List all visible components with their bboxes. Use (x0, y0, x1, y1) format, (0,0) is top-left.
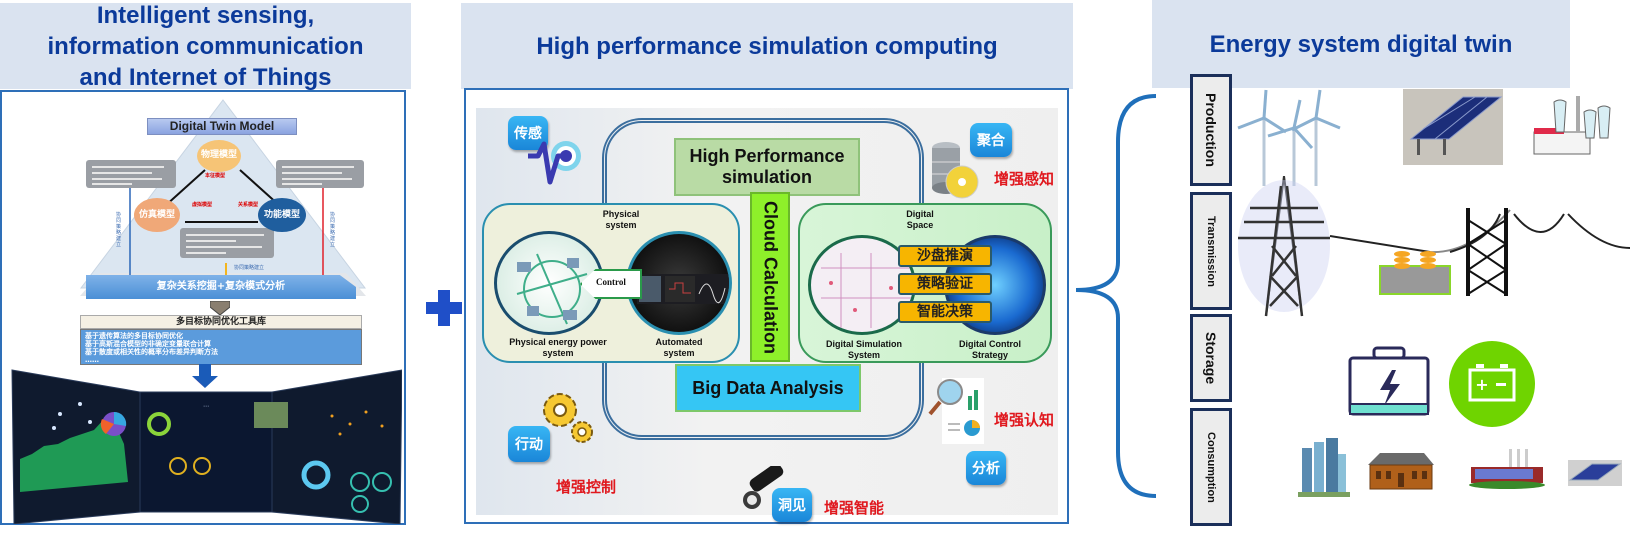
automated-system-image (626, 231, 732, 335)
digital-space-block: Digital Space 沙盘推演 策略验证 智能决策 Digital Sim… (798, 203, 1052, 363)
toolbox-item: 基于遗传算法的多目标协同优化 (85, 332, 183, 340)
factory-icon (1469, 449, 1545, 489)
hps-line-2: simulation (721, 167, 812, 187)
digital-sim-label: Digital Simulation System (825, 339, 902, 360)
automated-system-label: Automated system (655, 337, 703, 358)
grid-network-icon (516, 253, 588, 325)
curly-brace-icon (1075, 94, 1157, 498)
toolbox-item: …… (85, 356, 99, 364)
big-data-label: Big Data Analysis (692, 377, 844, 398)
svg-text:+: + (1475, 375, 1488, 394)
left-title-line-2: information communication (47, 32, 364, 60)
side-note-right: 协同策略建立 (330, 212, 336, 248)
cloud-calculation-label: Cloud Calculation (760, 200, 781, 354)
enhanced-intelligence-label: 增强智能 (824, 499, 885, 517)
node-physical-model: 物理模型 (197, 140, 241, 172)
house-icon (1368, 453, 1434, 490)
edge-phys-sim (164, 169, 206, 207)
pulse-signal-icon (528, 141, 581, 185)
node-function-model: 功能模型 (258, 198, 306, 232)
middle-section-header: High performance simulation computing (461, 3, 1073, 89)
toolbox-item: 基于高斯混合模型的非确定变量联合计算 (85, 340, 211, 348)
bottom-note: 协同策略建立 (234, 265, 265, 271)
left-panel: Digital Twin Model 物理模型 仿真模型 功能模型 本征模型 虚… (0, 90, 406, 525)
right-section-header: Energy system digital twin (1152, 0, 1570, 88)
power-plant-icon (1533, 96, 1611, 155)
simulation-canvas: Physical system Control Physical energy … (476, 108, 1058, 522)
rooftop-solar-icon (1568, 460, 1622, 486)
physical-power-label: Physical energy power system (509, 337, 607, 358)
category-storage-label: Storage (1203, 331, 1219, 385)
category-consumption: Consumption (1190, 408, 1232, 526)
category-storage: Storage (1190, 314, 1232, 402)
screen-center (139, 391, 273, 513)
transmission-tower-icon (1238, 176, 1330, 317)
category-transmission-label: Transmission (1205, 215, 1217, 287)
strategy-decision: 智能决策 (898, 301, 992, 323)
power-line-substation-icon (1330, 208, 1631, 296)
category-transmission: Transmission (1190, 192, 1232, 310)
physical-system-block: Physical system Control Physical energy … (482, 203, 740, 363)
analysis-button[interactable]: 分析 (966, 451, 1006, 485)
action-button[interactable]: 行动 (508, 426, 550, 462)
toolbox-item: 基于散度或相关性的概率分布差异判断方法 (85, 348, 218, 356)
digital-control-label: Digital Control Strategy (959, 339, 1021, 360)
big-data-analysis-box: Big Data Analysis (675, 364, 861, 412)
edge-label-intrinsic: 本征模型 (205, 173, 226, 179)
plus-icon (426, 290, 462, 326)
edge-label-relation: 关系模型 (238, 202, 259, 208)
category-production-label: Production (1203, 93, 1219, 167)
node-simulation-model: 仿真模型 (134, 198, 180, 232)
control-monitor-icon (637, 274, 729, 304)
flashlight-icon (743, 466, 784, 509)
database-disc-icon (932, 142, 979, 199)
middle-panel: Physical system Control Physical energy … (464, 88, 1069, 524)
battery-circle-icon: + (1449, 341, 1535, 427)
strategy-sandbox: 沙盘推演 (898, 245, 992, 267)
enhanced-cognition-label: 增强认知 (994, 411, 1055, 429)
left-title-line-1: Intelligent sensing, (96, 1, 315, 29)
insight-button[interactable]: 洞见 (772, 488, 812, 522)
category-production: Production (1190, 74, 1232, 186)
skyscrapers-icon (1298, 438, 1350, 497)
solar-panels-icon (1403, 89, 1503, 165)
circuit-diagram-icon (821, 253, 911, 328)
left-title-line-3: and Internet of Things (79, 63, 332, 91)
strategy-validation: 策略验证 (898, 273, 992, 295)
digital-twin-model-title: Digital Twin Model (147, 118, 297, 135)
left-section-header: Intelligent sensing, information communi… (0, 1, 411, 91)
svg-text:⋯: ⋯ (203, 403, 209, 410)
high-performance-simulation-box: High Performance simulation (674, 138, 860, 196)
edge-label-virtual: 虚拟模型 (192, 202, 213, 208)
physical-system-label: Physical system (602, 209, 640, 230)
enhanced-control-label: 增强控制 (556, 478, 617, 496)
side-note-left: 协同策略建立 (116, 212, 122, 248)
dashboard-screens-image: ⋯ (11, 369, 402, 524)
right-title: Energy system digital twin (1209, 30, 1513, 58)
middle-title: High performance simulation computing (536, 32, 998, 60)
toolbox-list: 基于遗传算法的多目标协同优化 基于高斯混合模型的非确定变量联合计算 基于散度或相… (80, 329, 362, 365)
magnifier-chart-icon (928, 378, 984, 444)
control-label: Control (596, 277, 626, 287)
hps-line-1: High Performance (689, 146, 845, 166)
cloud-calculation-bar: Cloud Calculation (750, 192, 790, 362)
down-funnel-icon (210, 301, 230, 315)
toolbox-title: 多目标协同优化工具库 (80, 315, 362, 329)
battery-charge-icon (1348, 346, 1430, 416)
enhanced-perception-label: 增强感知 (994, 170, 1055, 188)
wind-turbines-icon (1237, 89, 1341, 186)
down-arrow-icon (192, 364, 218, 388)
gears-icon (543, 393, 593, 443)
analysis-bar: 复杂关系挖掘+复杂模式分析 (86, 275, 356, 299)
digital-space-label: Digital Space (906, 209, 934, 230)
screen-right (271, 369, 402, 524)
aggregate-button[interactable]: 聚合 (970, 123, 1012, 157)
category-consumption-label: Consumption (1205, 431, 1217, 503)
